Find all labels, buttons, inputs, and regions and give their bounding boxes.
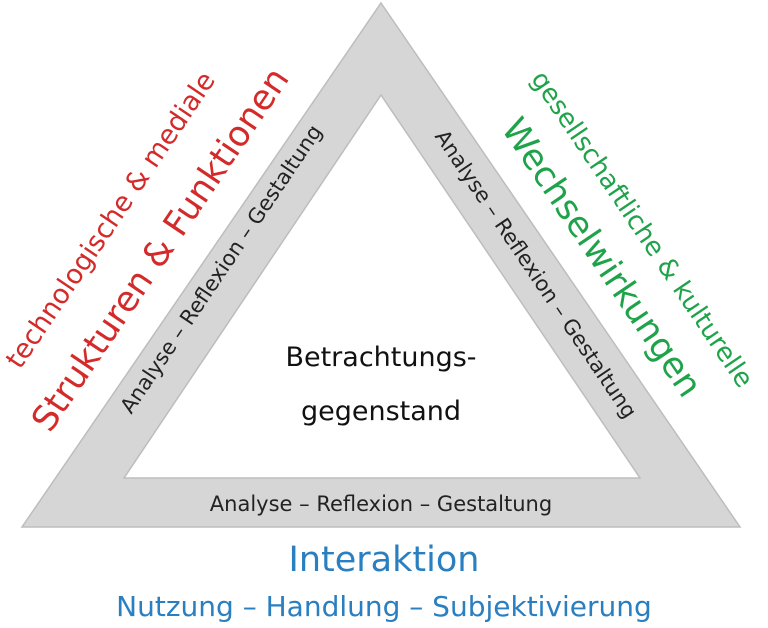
edge-label-bottom: Analyse – Reflexion – Gestaltung [210,492,552,516]
bottom-label-big: Interaktion [288,540,480,580]
center-label-line1: Betrachtungs- [285,342,476,373]
triangle-band [20,1,742,528]
center-label-line2: gegenstand [301,396,461,427]
bottom-label-small: Nutzung – Handlung – Subjektivierung [116,590,652,623]
